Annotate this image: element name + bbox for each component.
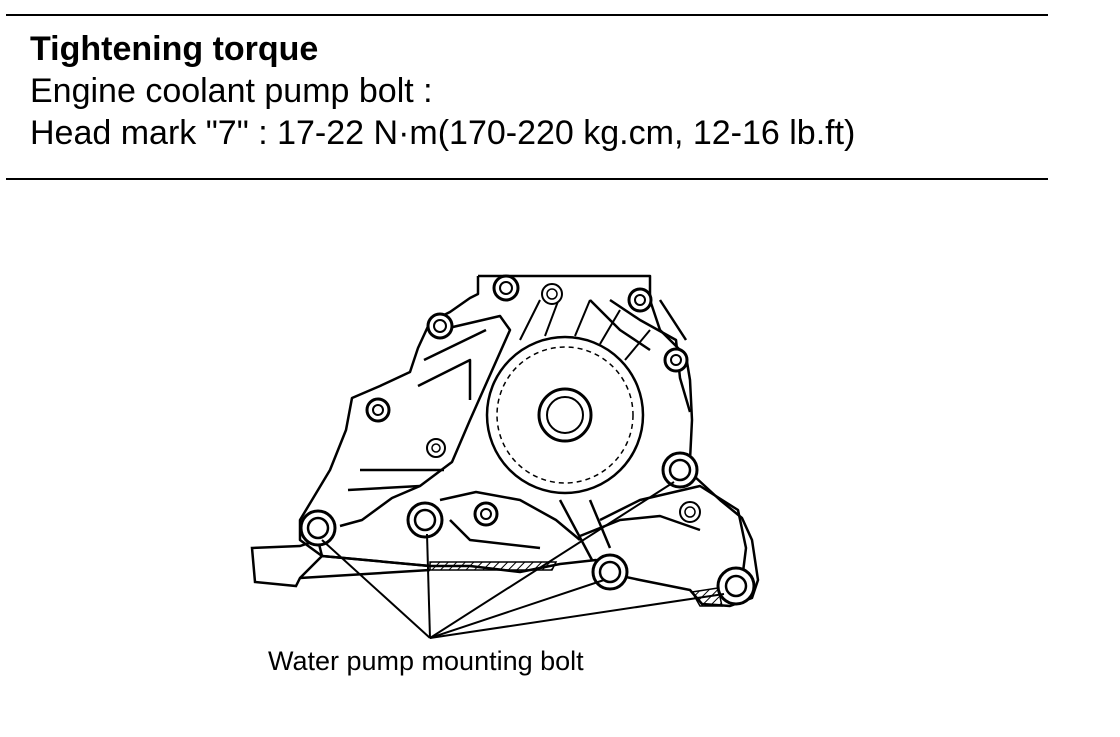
top-rule bbox=[6, 14, 1048, 16]
pump-pulley bbox=[485, 335, 645, 495]
spec-line-torque: Head mark "7" : 17-22 N·m(170-220 kg.cm,… bbox=[30, 114, 856, 152]
callout-label: Water pump mounting bolt bbox=[268, 646, 584, 676]
mounting-bolt-3 bbox=[661, 451, 699, 489]
mounting-bolt-1 bbox=[299, 509, 337, 547]
callout-leader-lines bbox=[321, 481, 725, 639]
mounting-bolt-4 bbox=[591, 553, 629, 591]
torque-spec-box: Tightening torque Engine coolant pump bo… bbox=[30, 28, 1040, 154]
gasket-hatch-left bbox=[429, 561, 558, 571]
spec-line-bolt: Engine coolant pump bolt : bbox=[30, 72, 433, 110]
housing-bolts bbox=[365, 274, 701, 527]
spec-heading: Tightening torque bbox=[30, 30, 319, 68]
mounting-bolt-2 bbox=[406, 501, 444, 539]
mounting-bolt-5 bbox=[716, 566, 756, 606]
water-pump-illustration bbox=[250, 274, 760, 639]
bottom-rule bbox=[6, 178, 1048, 180]
